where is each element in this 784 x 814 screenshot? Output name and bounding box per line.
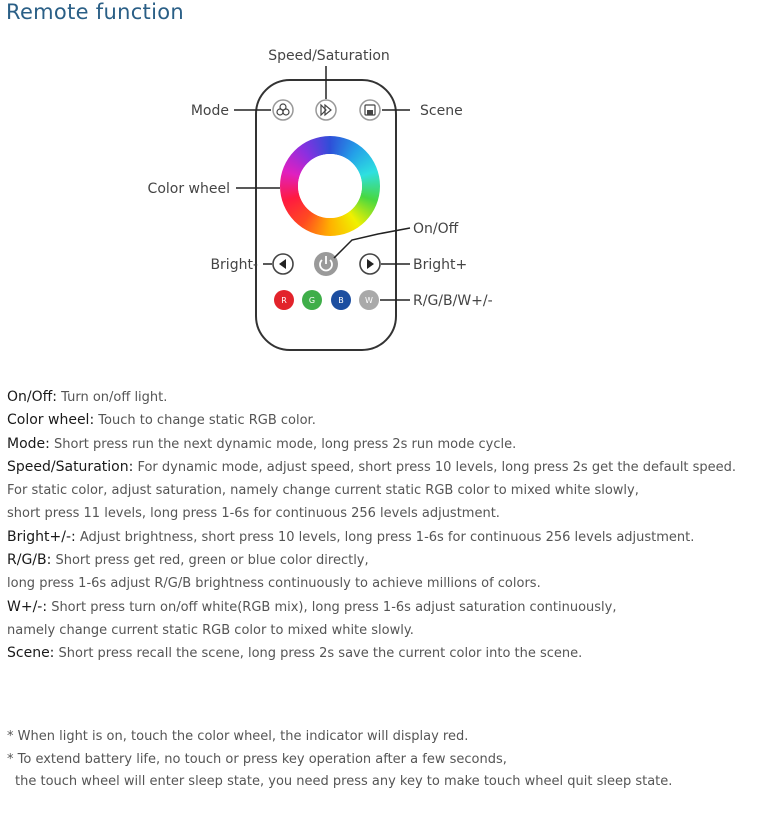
desc-line: R/G/B: Short press get red, green or blu… <box>7 552 369 569</box>
desc-line: long press 1-6s adjust R/G/B brightness … <box>7 576 541 592</box>
bright-minus-button[interactable] <box>272 253 294 275</box>
triangle-right-icon <box>367 259 374 269</box>
note-line: * When light is on, touch the color whee… <box>7 729 469 744</box>
desc-line: On/Off: Turn on/off light. <box>7 389 168 405</box>
desc-line: W+/-: Short press turn on/off white(RGB … <box>7 598 617 615</box>
power-icon <box>319 256 333 272</box>
desc-line: Speed/Saturation: For dynamic mode, adju… <box>7 458 737 475</box>
notes: * When light is on, touch the color whee… <box>7 726 672 794</box>
desc-line: Bright+/-: Adjust brightness, short pres… <box>7 528 695 545</box>
speed-saturation-label: Speed/Saturation <box>268 48 390 64</box>
desc-line: For static color, adjust saturation, nam… <box>7 483 639 499</box>
svg-text:G: G <box>309 296 315 305</box>
bright-plus-label: Bright+ <box>413 257 467 273</box>
speed-button[interactable] <box>315 99 337 121</box>
function-descriptions: On/Off: Turn on/off light. Color wheel: … <box>7 386 784 666</box>
mode-icon <box>276 103 290 116</box>
bright-plus-button[interactable] <box>359 253 381 275</box>
desc-line: namely change current static RGB color t… <box>7 622 414 638</box>
scene-label: Scene <box>420 103 463 119</box>
svg-text:R: R <box>281 296 287 305</box>
note-line: * To extend battery life, no touch or pr… <box>7 751 507 767</box>
on-off-label: On/Off <box>413 221 459 237</box>
bright-minus-label: Bright- <box>210 257 258 273</box>
power-button[interactable] <box>314 252 338 276</box>
desc-line: short press 11 levels, long press 1-6s f… <box>7 506 500 522</box>
fast-forward-icon <box>320 103 332 117</box>
white-button[interactable]: W <box>359 290 379 310</box>
blue-button[interactable]: B <box>331 290 351 310</box>
mode-label: Mode <box>191 103 229 119</box>
note-line: the touch wheel will enter sleep state, … <box>15 774 673 789</box>
triangle-left-icon <box>279 259 286 269</box>
scene-button[interactable] <box>359 99 381 121</box>
desc-line: Scene: Short press recall the scene, lon… <box>7 645 583 662</box>
on-off-callout-line <box>333 227 411 259</box>
mode-button[interactable] <box>272 99 294 121</box>
page-title: Remote function <box>6 0 184 24</box>
save-icon <box>364 104 376 116</box>
desc-line: Mode: Short press run the next dynamic m… <box>7 435 517 452</box>
remote-diagram: R G B W Speed/Saturation Mode Scene Colo… <box>148 48 493 351</box>
desc-line: Color wheel: Touch to change static RGB … <box>7 412 316 429</box>
svg-text:B: B <box>338 296 344 305</box>
green-button[interactable]: G <box>302 290 322 310</box>
red-button[interactable]: R <box>274 290 294 310</box>
color-wheel-label: Color wheel <box>148 181 230 197</box>
svg-text:W: W <box>365 296 373 305</box>
rgbw-label: R/G/B/W+/- <box>413 293 493 309</box>
